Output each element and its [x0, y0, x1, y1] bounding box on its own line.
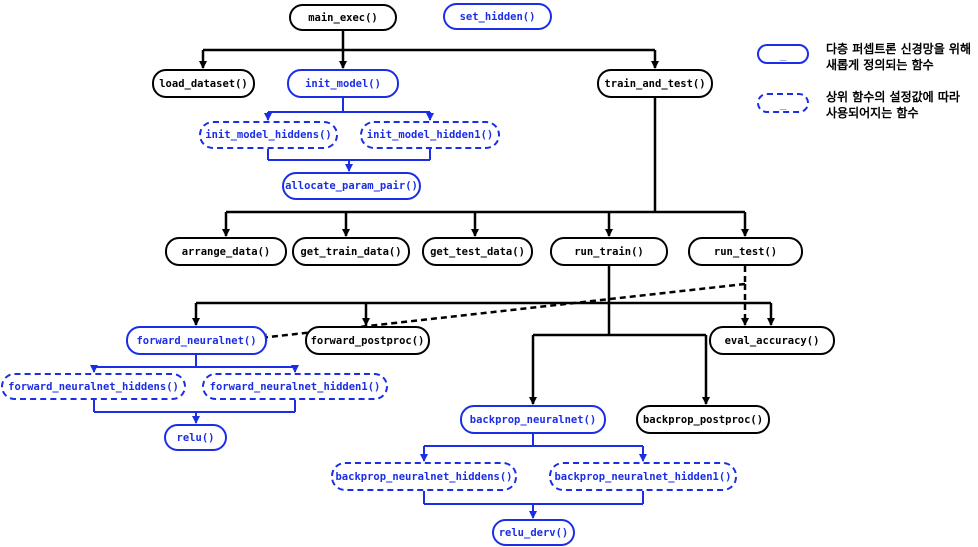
node-allocate-param-pair: allocate_param_pair()	[282, 172, 421, 200]
node-main-exec: main_exec()	[289, 4, 397, 31]
node-forward-neuralnet-hiddens: forward_neuralnet_hiddens()	[1, 373, 186, 400]
node-get-test-data: get_test_data()	[422, 237, 533, 266]
node-backprop-neuralnet-hidden1: backprop_neuralnet_hidden1()	[549, 462, 737, 491]
legend-dashed-text: 상위 함수의 설정값에 따라 사용되어지는 함수	[826, 89, 960, 121]
legend-solid-line1: 다층 퍼셉트론 신경망을 위해	[826, 42, 972, 56]
node-train-and-test: train_and_test()	[597, 69, 713, 98]
node-init-model-hidden1: init_model_hidden1()	[360, 121, 500, 149]
legend-dashed-line2: 사용되어지는 함수	[826, 106, 919, 120]
node-backprop-neuralnet-hiddens: backprop_neuralnet_hiddens()	[331, 462, 517, 491]
node-backprop-neuralnet: backprop_neuralnet()	[460, 405, 606, 434]
node-relu-derv: relu_derv()	[492, 519, 575, 546]
node-forward-postproc: forward_postproc()	[305, 326, 430, 355]
node-get-train-data: get_train_data()	[292, 237, 410, 266]
node-load-dataset: load_dataset()	[152, 69, 255, 98]
node-backprop-postproc: backprop_postproc()	[636, 405, 770, 434]
node-forward-neuralnet: forward_neuralnet()	[126, 326, 267, 355]
node-arrange-data: arrange_data()	[165, 237, 287, 266]
node-init-model-hiddens: init_model_hiddens()	[199, 121, 338, 149]
legend-dashed-swatch: _	[757, 93, 809, 113]
legend-solid-line2: 새롭게 정의되는 함수	[826, 58, 934, 72]
node-forward-neuralnet-hidden1: forward_neuralnet_hidden1()	[202, 373, 388, 400]
node-run-train: run_train()	[550, 237, 668, 266]
node-relu: relu()	[164, 424, 227, 451]
node-set-hidden: set_hidden()	[443, 3, 552, 30]
legend-dashed-line1: 상위 함수의 설정값에 따라	[826, 90, 960, 104]
node-run-test: run_test()	[688, 237, 803, 266]
node-init-model: init_model()	[287, 69, 399, 98]
node-eval-accuracy: eval_accuracy()	[709, 326, 835, 355]
legend-solid-swatch: _	[757, 44, 809, 64]
legend-solid-text: 다층 퍼셉트론 신경망을 위해 새롭게 정의되는 함수	[826, 41, 971, 73]
